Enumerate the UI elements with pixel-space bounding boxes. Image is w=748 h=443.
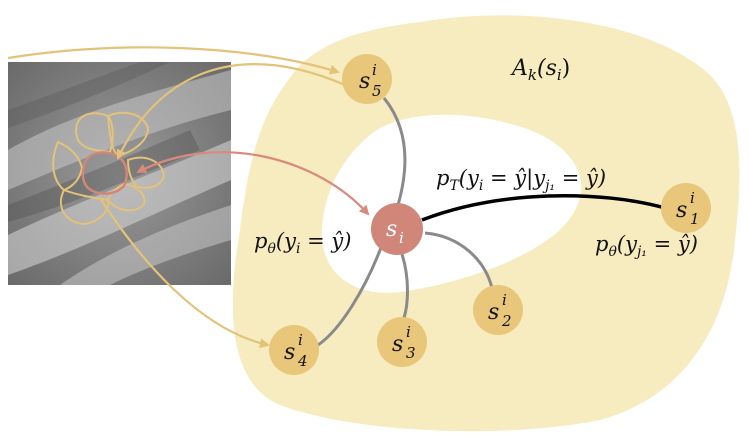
region-label: Ak(si) <box>510 56 570 84</box>
arrow-center-link <box>136 151 370 216</box>
node-s1[interactable]: s i 1 <box>661 183 711 233</box>
edge-s3 <box>400 253 409 319</box>
node-s5[interactable]: s i 5 <box>342 54 392 104</box>
edge-s2 <box>424 231 494 289</box>
edge-s1[interactable] <box>421 193 666 222</box>
svg-text:1: 1 <box>690 210 700 228</box>
svg-text:i: i <box>406 323 411 341</box>
svg-text:i: i <box>372 61 377 79</box>
unary-prob-j-label: pθ(yj₁ = ŷ) <box>595 232 698 260</box>
arrow-to-s4 <box>99 197 270 349</box>
svg-text:i: i <box>690 189 695 207</box>
image-patch <box>8 62 231 285</box>
svg-text:3: 3 <box>406 344 416 362</box>
arrow-from-s5 <box>116 63 346 160</box>
pairwise-prob-label: pT(yi = ŷ|yj₁ = ŷ) <box>436 166 606 194</box>
svg-text:i: i <box>399 229 404 247</box>
mapping-arrows <box>7 46 370 349</box>
svg-text:s: s <box>676 198 687 223</box>
svg-text:i: i <box>298 331 303 349</box>
graph-edges <box>317 97 666 347</box>
svg-text:2: 2 <box>501 312 512 330</box>
node-s4[interactable]: s i 4 <box>269 325 319 375</box>
svg-text:s: s <box>284 340 295 365</box>
svg-text:s: s <box>488 300 499 325</box>
neighborhood-region <box>232 15 740 432</box>
edge-s4 <box>317 244 384 347</box>
svg-text:s: s <box>386 217 397 242</box>
svg-text:s: s <box>359 69 370 94</box>
node-s3[interactable]: s i 3 <box>377 317 427 367</box>
svg-text:4: 4 <box>297 352 308 370</box>
svg-text:5: 5 <box>372 82 382 100</box>
edge-s5 <box>382 97 407 206</box>
node-center[interactable]: s i <box>371 203 423 255</box>
svg-text:s: s <box>392 332 403 357</box>
svg-text:i: i <box>502 291 507 309</box>
node-s2[interactable]: s i 2 <box>473 285 523 335</box>
unary-prob-i-label: pθ(yi = ŷ) <box>254 229 351 257</box>
arrow-to-s5 <box>7 46 340 75</box>
